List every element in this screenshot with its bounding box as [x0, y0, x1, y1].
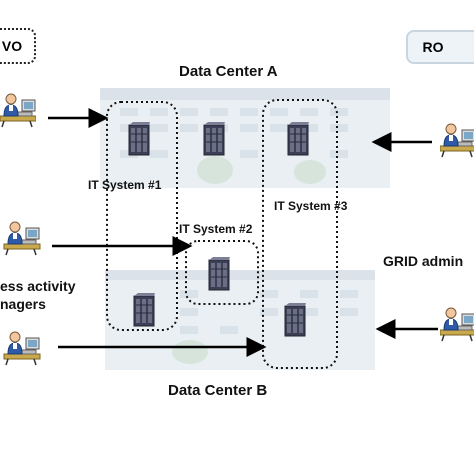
it-system-1-label: IT System #1 [88, 178, 162, 192]
person-at-desk-icon [3, 221, 41, 256]
person-at-desk-icon [0, 93, 36, 128]
it-system-3-label: IT System #3 [274, 199, 348, 213]
server-rack-icon [128, 122, 150, 156]
server-rack-icon [203, 122, 225, 156]
server-rack-icon [287, 122, 309, 156]
vo-tag: VO [0, 28, 36, 64]
it-system-1-boundary [106, 101, 178, 331]
person-at-desk-icon [440, 307, 474, 342]
ro-tag: RO [406, 30, 474, 64]
building-a-icon [100, 88, 390, 188]
managers-label-line2: nagers [0, 296, 46, 312]
server-rack-icon [133, 293, 155, 327]
person-at-desk-icon [440, 123, 474, 158]
person-at-desk-icon [3, 331, 41, 366]
it-system-2-boundary [185, 240, 259, 305]
server-rack-icon [208, 257, 230, 291]
managers-label-line1: ess activity [0, 278, 76, 294]
server-rack-icon [284, 303, 306, 337]
data-center-a-title: Data Center A [179, 63, 278, 80]
vo-tag-label: VO [1, 38, 23, 54]
it-system-2-label: IT System #2 [179, 222, 253, 236]
grid-admin-label: GRID admin [383, 253, 464, 269]
ro-tag-label: RO [422, 39, 444, 55]
data-center-b-title: Data Center B [168, 382, 268, 399]
